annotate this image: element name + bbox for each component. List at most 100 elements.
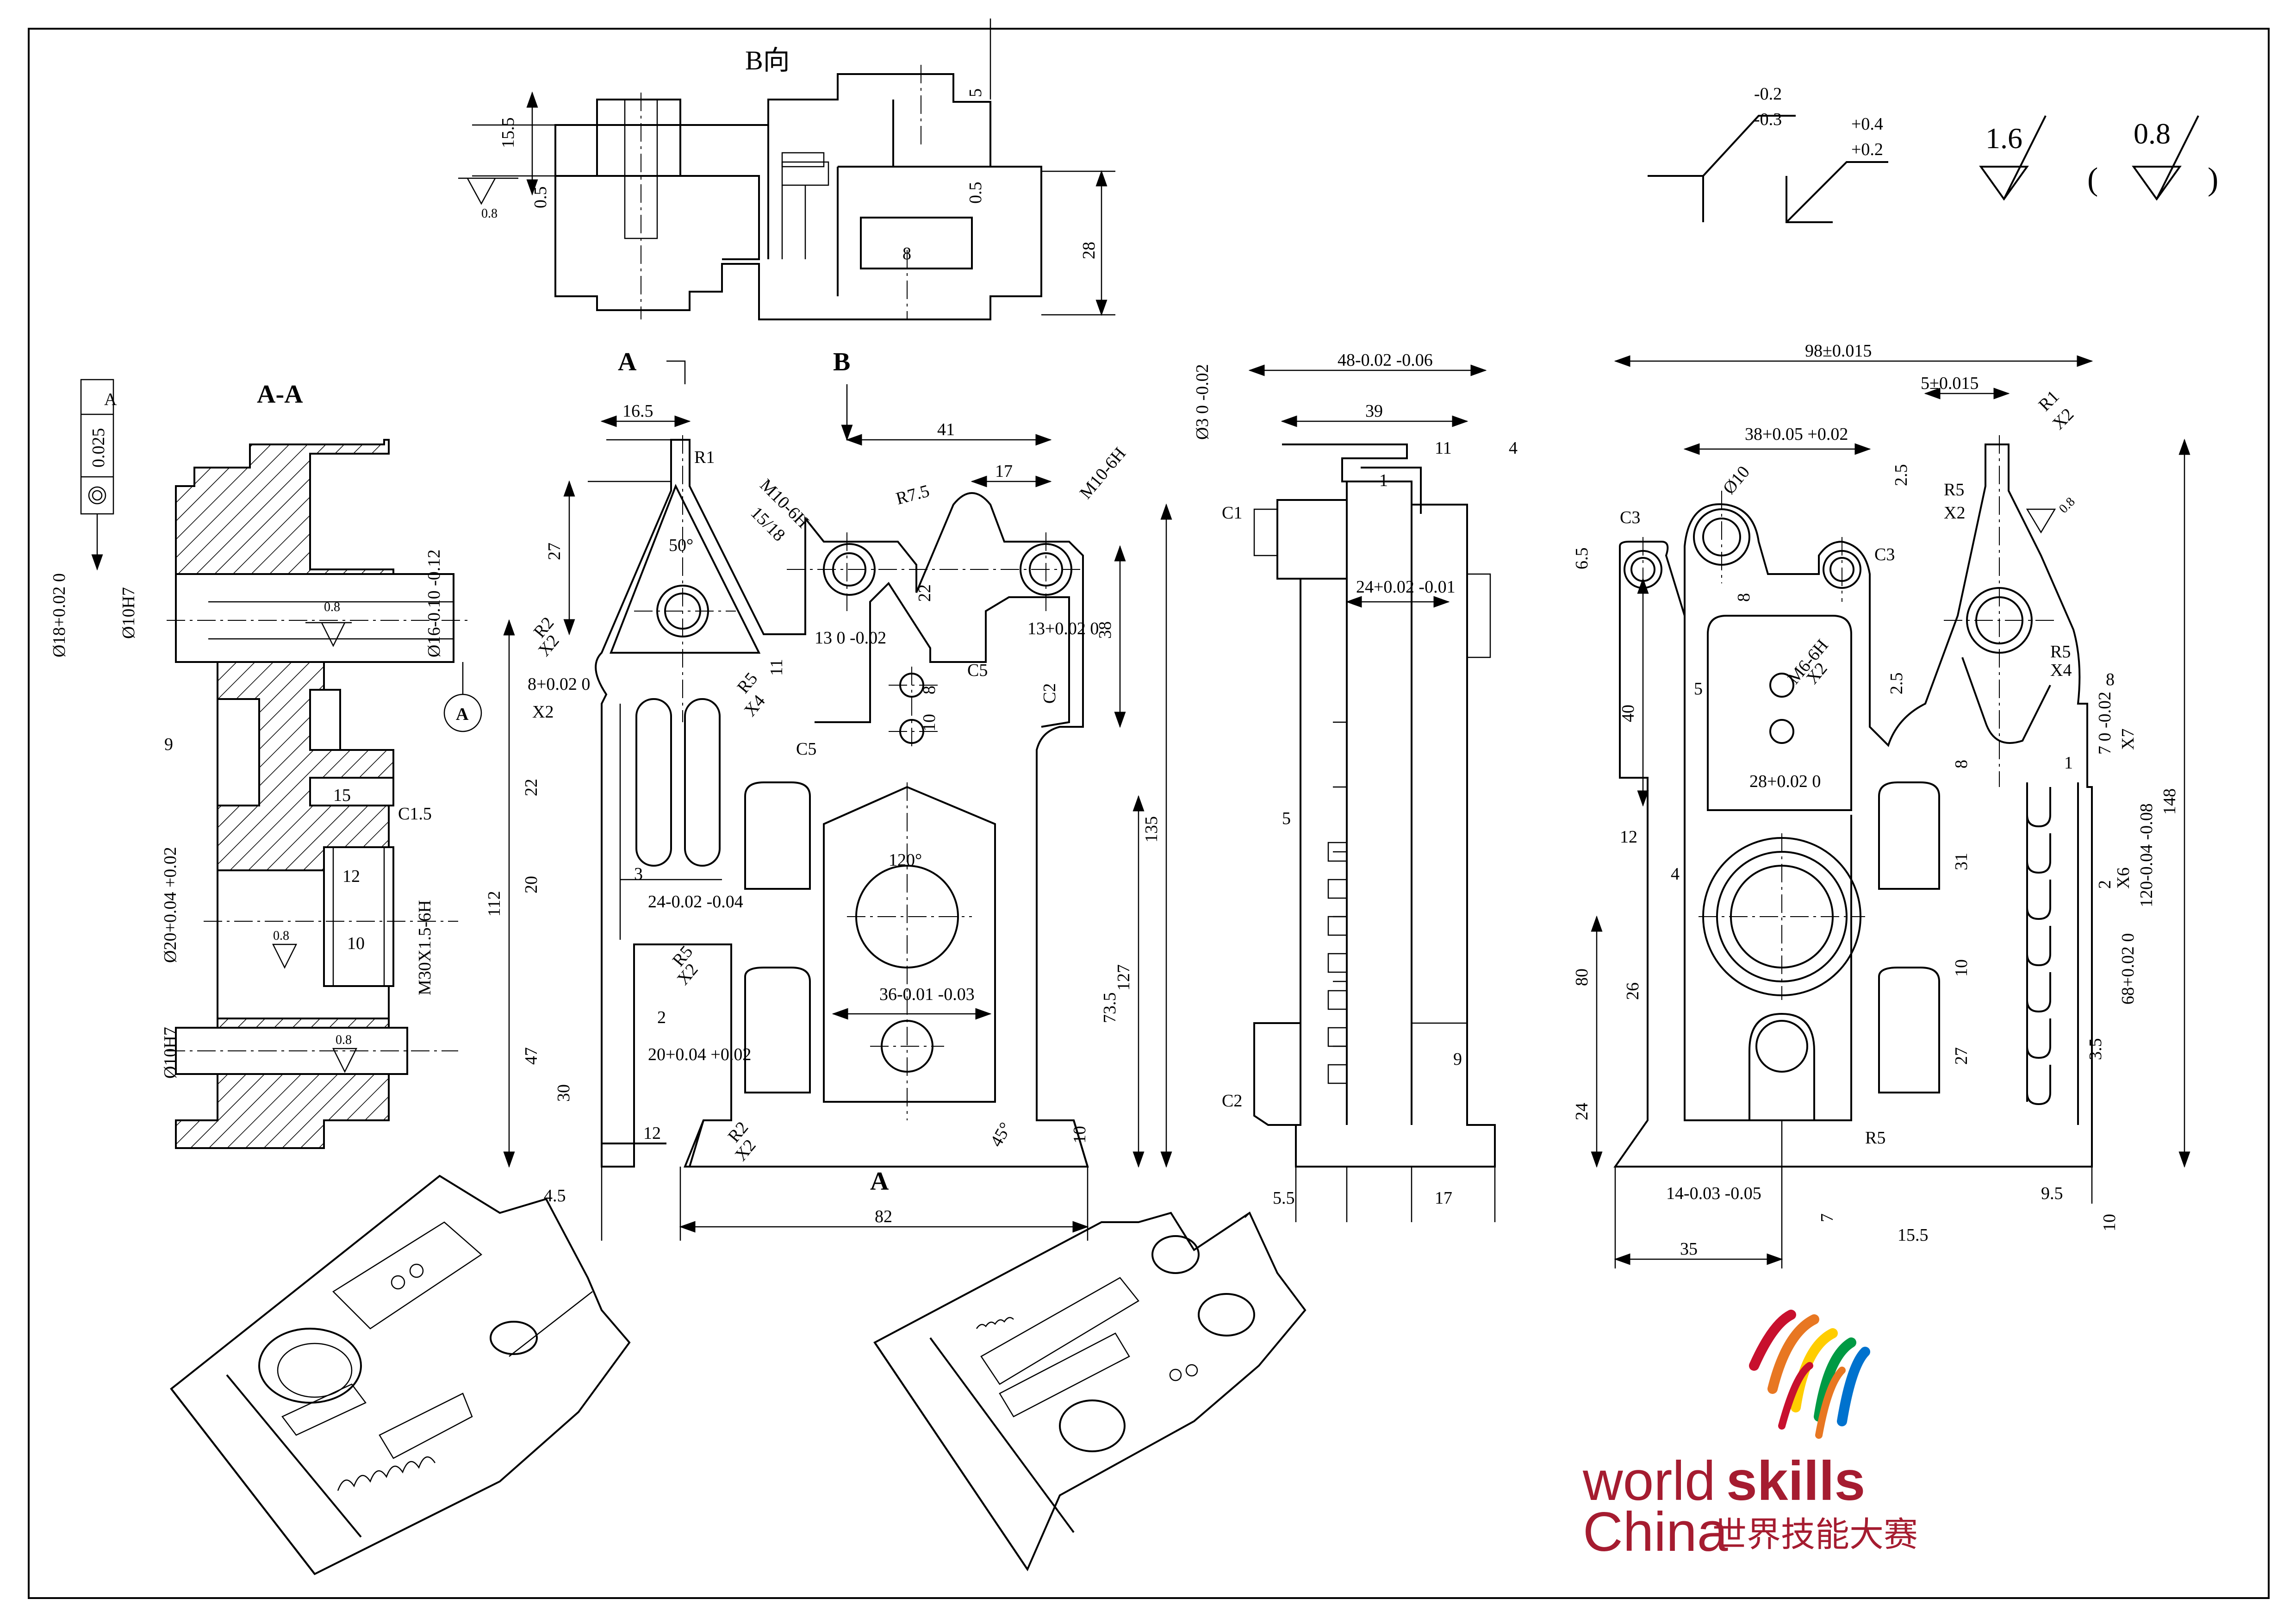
roughness-aa-3: 0.8 bbox=[336, 1033, 352, 1047]
dim-41: 41 bbox=[937, 420, 955, 439]
section-a-bottom-label: A bbox=[870, 1167, 889, 1196]
dim-12: 12 bbox=[342, 867, 360, 886]
dim-2: 2 bbox=[657, 1008, 666, 1027]
dim-73-5: 73.5 bbox=[1100, 993, 1120, 1024]
paren-open: ( bbox=[2087, 162, 2098, 197]
paren-close: ) bbox=[2208, 162, 2218, 197]
logo-chinese: 世界技能大赛 bbox=[1712, 1515, 1918, 1555]
front-view: A B A 16.5 41 17 27 bbox=[485, 348, 1172, 1241]
dim-135: 135 bbox=[1142, 816, 1161, 843]
dim-10-rear: 10 bbox=[1952, 959, 1971, 977]
dim-82: 82 bbox=[875, 1207, 892, 1226]
dim-80: 80 bbox=[1572, 968, 1592, 986]
roughness-rear: 0.8 bbox=[2056, 494, 2078, 516]
logo-mark bbox=[1749, 1310, 1870, 1439]
dim-10-small: 10 bbox=[920, 714, 939, 731]
dim-8-spring: 8 bbox=[1952, 760, 1971, 768]
dim-28-tol: 28+0.02 0 bbox=[1749, 772, 1821, 791]
rear-view: 98±0.015 5±0.015 R1 X2 38+0.05 +0.02 2.5… bbox=[1572, 341, 2190, 1268]
dim-c3-left: C3 bbox=[1620, 508, 1640, 527]
dim-x2-8: X2 bbox=[532, 702, 554, 722]
dim-7-rear: 7 bbox=[1817, 1213, 1837, 1222]
roughness-aa-2: 0.8 bbox=[273, 929, 289, 943]
roughness-aa-1: 0.8 bbox=[324, 600, 340, 614]
dim-1-side: 1 bbox=[1379, 471, 1388, 490]
tol-datum-a: A bbox=[104, 390, 117, 409]
dim-12-bottom: 12 bbox=[643, 1124, 661, 1143]
dim-127: 127 bbox=[1114, 964, 1133, 991]
dim-x7: X7 bbox=[2118, 729, 2138, 750]
dim-2-5-top: 2.5 bbox=[1892, 464, 1911, 487]
section-aa: A-A A 0.025 A Ø18+0.02 0 Ø10H7 Ø16-0.10 … bbox=[50, 379, 482, 1149]
dim-2-5-mid: 2.5 bbox=[1887, 673, 1906, 695]
dim-5-rear: 5 bbox=[1694, 679, 1703, 699]
section-a-top-label: A bbox=[618, 348, 637, 376]
dim-20-tol: 20+0.04 +0.02 bbox=[648, 1045, 751, 1064]
sym1-upper: -0.2 bbox=[1754, 84, 1782, 104]
dim-r5-x4: R5 bbox=[2050, 642, 2071, 662]
dim-4-rear: 4 bbox=[1671, 864, 1680, 884]
dim-c5-right: C5 bbox=[967, 661, 988, 680]
dim-47: 47 bbox=[522, 1047, 541, 1065]
dim-36-tol: 36-0.01 -0.03 bbox=[879, 985, 975, 1004]
tol-0-025: 0.025 bbox=[89, 428, 108, 468]
dim-4-side: 4 bbox=[1509, 438, 1518, 458]
dim-x2-r5: X2 bbox=[1944, 503, 1965, 523]
dim-7-tol: 7 0 -0.02 bbox=[2095, 692, 2115, 755]
dim-r1: R1 bbox=[694, 448, 715, 467]
dim-9-5: 9.5 bbox=[2041, 1184, 2063, 1203]
dim-17: 17 bbox=[995, 462, 1013, 481]
dim-5: 5 bbox=[966, 88, 985, 97]
dim-r5-rear: R5 bbox=[1944, 480, 1964, 500]
dim-20-left: 20 bbox=[522, 876, 541, 893]
dim-24-tol: 24-0.02 -0.04 bbox=[648, 892, 743, 912]
dim-6-5: 6.5 bbox=[1572, 548, 1592, 570]
sym1-lower: -0.3 bbox=[1754, 110, 1782, 129]
dim-x6: X6 bbox=[2114, 868, 2133, 889]
dim-10: 10 bbox=[347, 934, 365, 953]
dim-148: 148 bbox=[2160, 788, 2179, 815]
roughness-1-6: 1.6 bbox=[1985, 122, 2022, 155]
dim-22-left: 22 bbox=[522, 779, 541, 796]
dim-d10h7-top: Ø10H7 bbox=[119, 587, 138, 639]
isometric-right bbox=[873, 1212, 1307, 1572]
dim-11-side: 11 bbox=[1435, 438, 1452, 458]
dim-10-rear-bottom: 10 bbox=[2100, 1214, 2119, 1231]
dim-9-side: 9 bbox=[1453, 1049, 1462, 1069]
dim-d10h7-bottom: Ø10H7 bbox=[161, 1027, 180, 1079]
dim-31: 31 bbox=[1952, 853, 1971, 870]
dim-0-5-right: 0.5 bbox=[966, 182, 985, 204]
side-view: 48-0.02 -0.06 39 Ø3 0 -0.02 11 4 1 C1 24… bbox=[1193, 350, 1518, 1222]
dim-16-5: 16.5 bbox=[622, 401, 653, 421]
dim-68-tol: 68+0.02 0 bbox=[2118, 933, 2138, 1005]
dim-c1-5: C1.5 bbox=[398, 804, 432, 824]
dim-24-side: 24+0.02 -0.01 bbox=[1356, 577, 1456, 597]
dim-112: 112 bbox=[485, 891, 504, 917]
sym2-upper: +0.4 bbox=[1851, 114, 1883, 134]
dim-9: 9 bbox=[164, 735, 173, 754]
dim-17-side: 17 bbox=[1435, 1188, 1452, 1208]
dim-x4: X4 bbox=[740, 691, 769, 720]
roughness-0-8: 0.8 bbox=[2134, 117, 2171, 150]
dim-d16: Ø16-0.10 -0.12 bbox=[424, 550, 444, 657]
dim-45deg: 45° bbox=[986, 1119, 1015, 1150]
dim-3-5: 3.5 bbox=[2086, 1038, 2105, 1061]
dim-0-5-left: 0.5 bbox=[531, 187, 550, 209]
dim-38: 38 bbox=[1095, 621, 1115, 639]
dim-d3: Ø3 0 -0.02 bbox=[1193, 364, 1212, 440]
dim-15-5: 15.5 bbox=[498, 118, 518, 149]
dim-8: 8 bbox=[902, 244, 911, 263]
dim-13-minus: 13 0 -0.02 bbox=[815, 628, 886, 648]
dim-27-rear: 27 bbox=[1952, 1047, 1971, 1065]
dim-8-tol: 8+0.02 0 bbox=[528, 675, 590, 694]
dim-22-top: 22 bbox=[915, 584, 934, 602]
datum-marker-a: A bbox=[456, 705, 469, 724]
dim-35: 35 bbox=[1680, 1239, 1698, 1259]
section-aa-label: A-A bbox=[257, 380, 303, 409]
dim-8-small: 8 bbox=[920, 686, 939, 694]
roughness-b: 0.8 bbox=[481, 206, 498, 221]
dim-120-tol: 120-0.04 -0.08 bbox=[2137, 803, 2156, 907]
isometric-left bbox=[170, 1174, 631, 1575]
sym2-lower: +0.2 bbox=[1851, 140, 1883, 159]
dim-39: 39 bbox=[1365, 401, 1383, 421]
